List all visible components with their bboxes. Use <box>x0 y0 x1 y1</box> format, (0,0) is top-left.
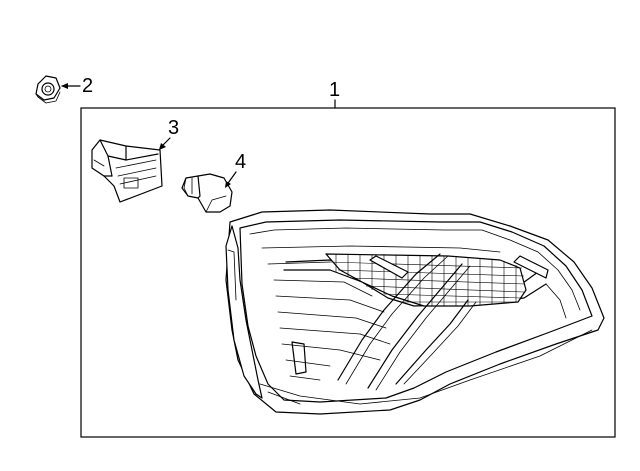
callout-3-label: 3 <box>168 117 179 139</box>
nut-part <box>35 75 61 104</box>
callout-1-label: 1 <box>329 79 340 101</box>
socket-part <box>91 139 163 203</box>
tail-lamp-housing <box>225 209 605 415</box>
bulb-part <box>181 173 233 213</box>
callout-2-arrowhead <box>61 83 68 89</box>
assembly-frame <box>80 107 616 438</box>
mesh-grid <box>329 254 526 306</box>
callout-4-arrowhead <box>225 181 231 188</box>
callout-3-arrowhead <box>159 143 166 150</box>
callout-2-label: 2 <box>82 75 93 97</box>
callout-4-label: 4 <box>235 151 246 173</box>
